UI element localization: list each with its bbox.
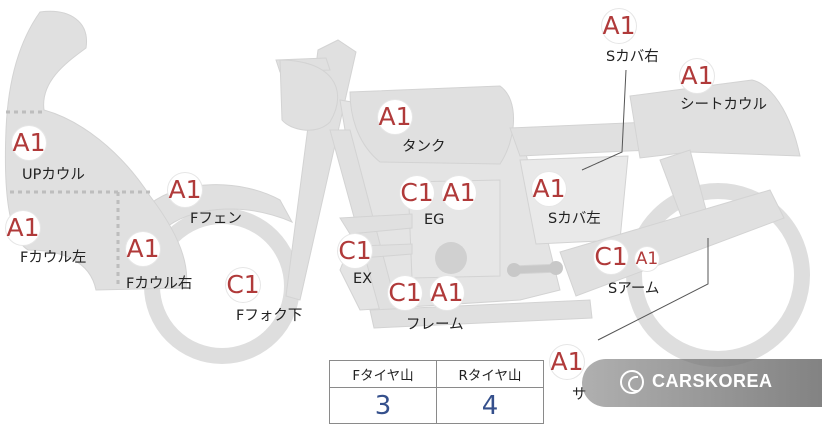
rear-tire-value: 4	[436, 387, 544, 424]
grade-swing-arm-1: C1	[594, 240, 628, 274]
grade-swing-arm-2: A1	[635, 247, 659, 271]
tire-tread-table: Fタイヤ山 Rタイヤ山 3 4	[329, 360, 544, 424]
grade-exhaust-1: C1	[338, 234, 372, 268]
label-seat-cowl: シートカウル	[680, 97, 767, 113]
carskorea-logo-icon	[620, 370, 644, 394]
grade-front-fork-lower-1: C1	[226, 268, 260, 302]
label-front-fender: Fフェン	[190, 211, 242, 227]
seat-cowl-shape	[629, 79, 801, 159]
front-cowl-shape	[4, 10, 188, 291]
grade-frame-1: C1	[388, 276, 422, 310]
grade-s-cover-left-1: A1	[532, 172, 566, 206]
grade-front-fender-1: A1	[168, 173, 202, 207]
watermark-text: CARSKOREA	[652, 371, 773, 391]
grade-engine-1: C1	[400, 176, 434, 210]
grade-seat-cowl-1: A1	[680, 59, 714, 93]
front-tire-header: Fタイヤ山	[329, 360, 437, 388]
label-front-cowl-left: Fカウル左	[20, 250, 87, 266]
grade-frame-2: A1	[430, 276, 464, 310]
label-tank: タンク	[402, 139, 446, 155]
label-front-fork-lower: Fフォク下	[236, 308, 303, 324]
front-tire-value: 3	[329, 387, 437, 424]
grade-sa-1: A1	[550, 345, 584, 379]
label-s-cover-left: Sカバ左	[548, 211, 601, 227]
label-s-cover-right: Sカバ右	[606, 49, 659, 65]
label-engine: EG	[424, 212, 445, 228]
lower-rail	[369, 299, 593, 329]
grade-engine-2: A1	[442, 176, 476, 210]
grade-s-cover-right-1: A1	[602, 9, 636, 43]
label-exhaust: EX	[353, 271, 373, 287]
grade-front-cowl-left-1: A1	[6, 211, 40, 245]
exhaust-shape	[339, 213, 413, 235]
rear-tire-header: Rタイヤ山	[436, 360, 544, 388]
grade-up-cowl-1: A1	[12, 126, 46, 160]
grade-front-cowl-right-1: A1	[126, 232, 160, 266]
label-up-cowl: UPカウル	[22, 167, 85, 183]
label-swing-arm: Sアーム	[608, 281, 660, 297]
front-fork	[285, 39, 357, 301]
label-front-cowl-right: Fカウル右	[126, 276, 193, 292]
grade-tank-1: A1	[378, 100, 412, 134]
headlight	[279, 59, 339, 131]
seat-shape	[509, 121, 651, 157]
carskorea-watermark: CARSKOREA	[582, 359, 822, 407]
label-frame: フレーム	[406, 317, 464, 333]
